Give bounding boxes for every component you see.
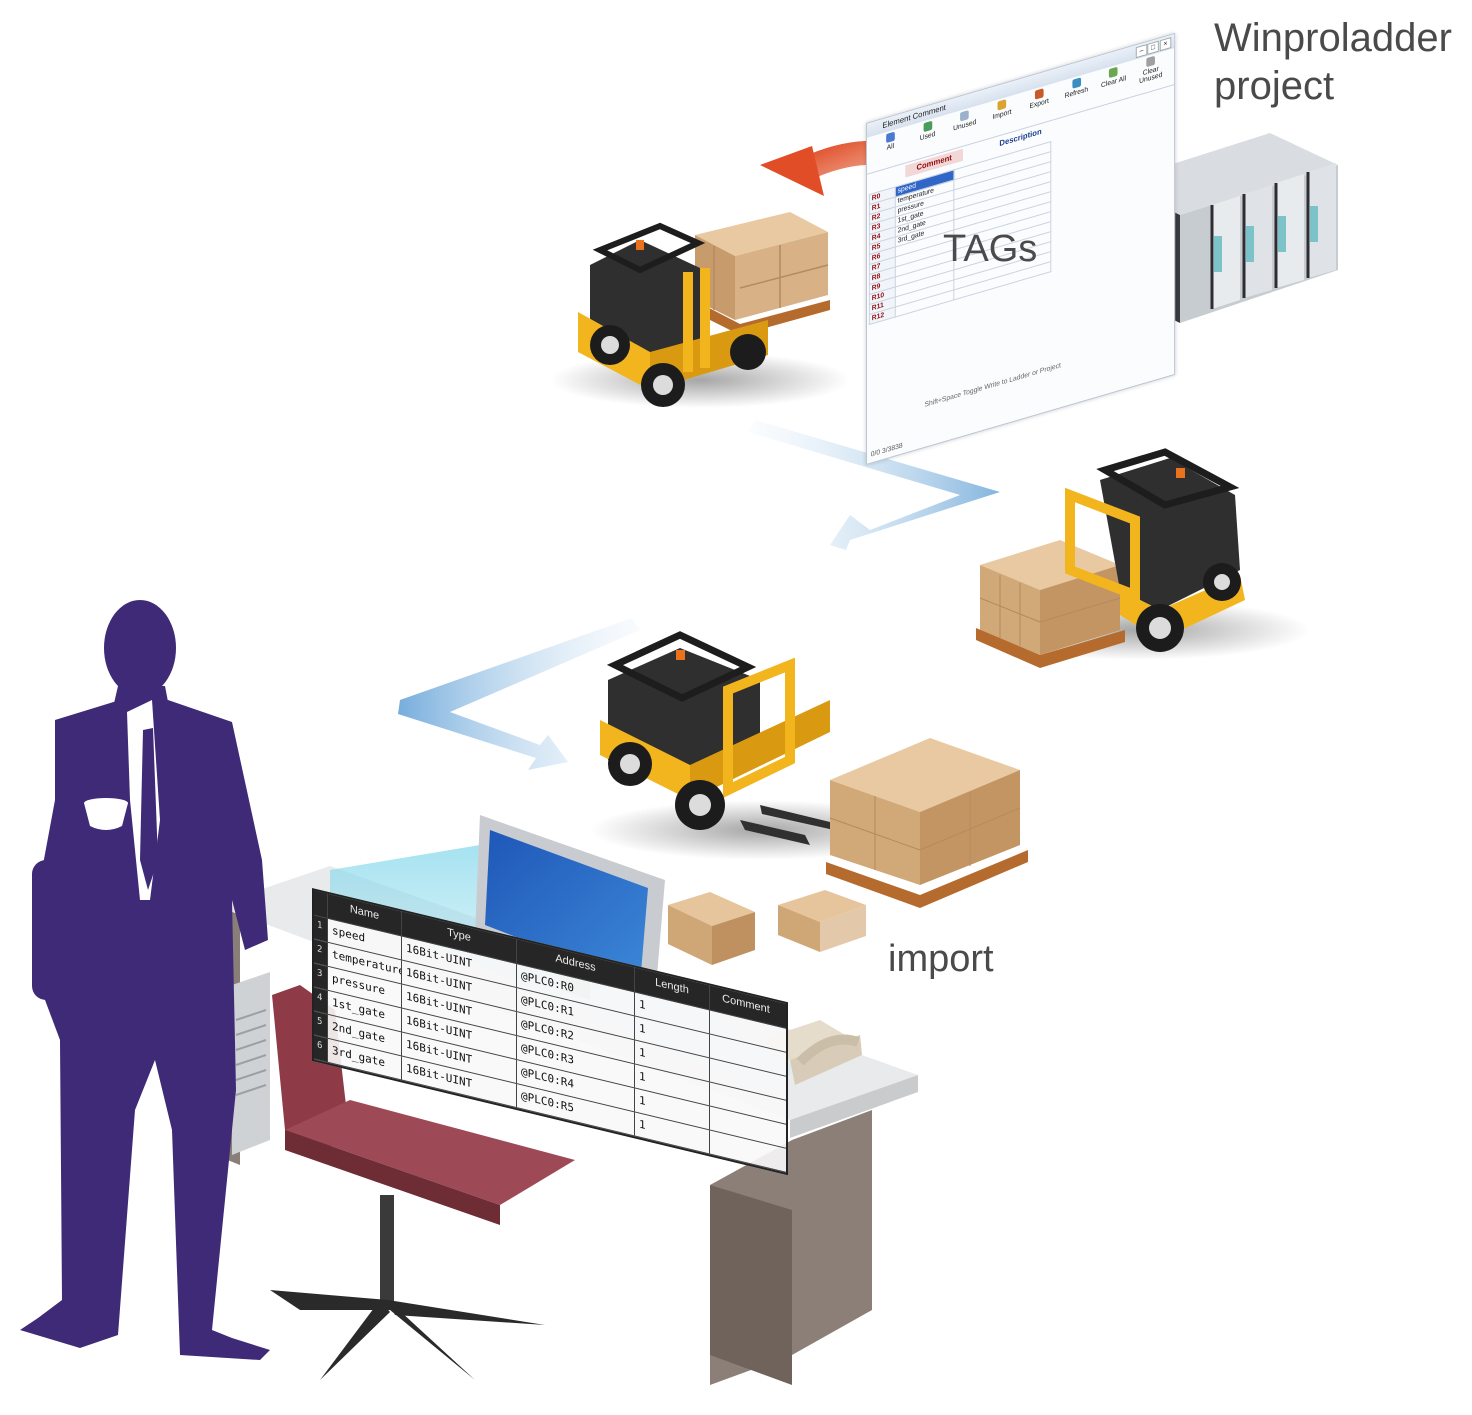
clear-all-icon	[1109, 66, 1118, 79]
flow-arrow-2	[398, 618, 640, 770]
row-number: 2	[314, 939, 328, 966]
forklift-loaded-1-icon	[578, 212, 830, 407]
winproladder-project-label: Winproladder project	[1214, 16, 1452, 108]
forklift-unloading-icon	[600, 631, 834, 845]
row-number: 4	[314, 987, 328, 1014]
row-number: 3	[314, 963, 328, 990]
maximize-button[interactable]: □	[1147, 40, 1159, 55]
all-icon	[886, 131, 895, 144]
forklift-loaded-2-icon	[976, 448, 1245, 668]
flow-arrow-1	[748, 420, 1000, 550]
close-button[interactable]: ×	[1159, 36, 1172, 52]
shirt-tie-icon	[127, 700, 160, 900]
loose-box-icon	[668, 890, 866, 965]
row-number-header	[314, 890, 328, 918]
refresh-icon	[1072, 77, 1081, 89]
unused-icon	[960, 109, 970, 122]
businessman-silhouette-icon	[20, 600, 270, 1360]
minimize-button[interactable]: –	[1135, 43, 1148, 59]
export-icon	[1034, 88, 1044, 100]
used-icon	[923, 120, 932, 133]
import-label: import	[888, 938, 994, 980]
row-number: 6	[314, 1035, 328, 1062]
coffee-cup-icon	[84, 798, 128, 830]
row-number: 5	[314, 1011, 328, 1038]
row-number: 1	[314, 915, 328, 942]
tags-label: TAGs	[943, 228, 1038, 270]
import-icon	[997, 99, 1007, 111]
clear-unused-icon	[1146, 55, 1156, 68]
pallet-boxes-icon	[826, 738, 1028, 908]
